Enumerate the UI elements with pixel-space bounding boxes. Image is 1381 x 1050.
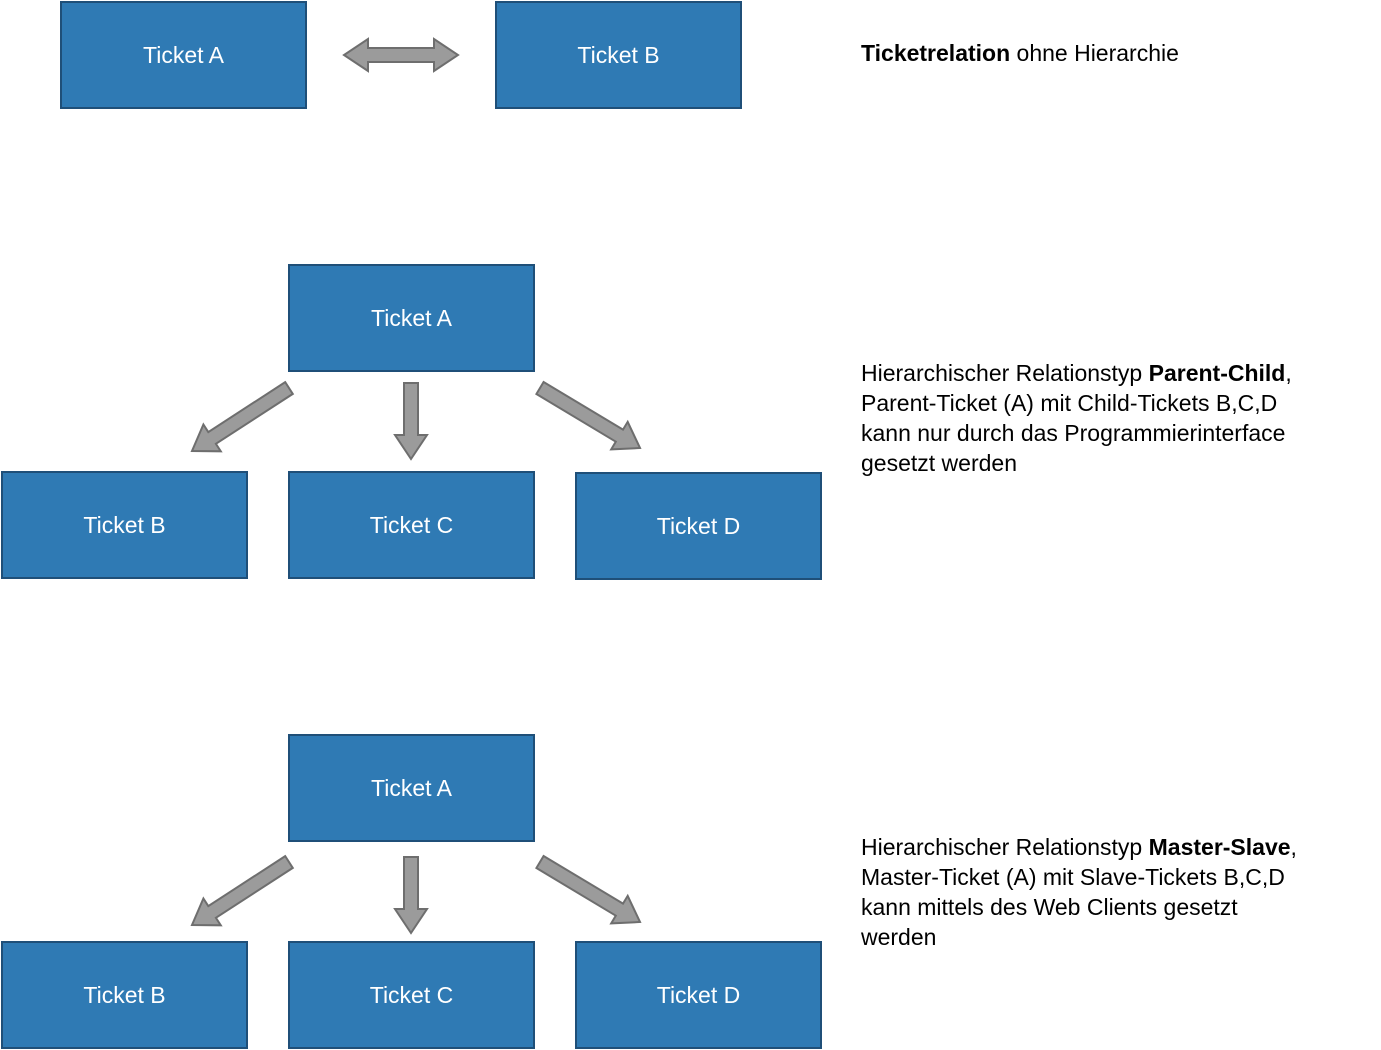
s1-ticket-a: Ticket A (60, 1, 307, 109)
s2-caption-line-3: kann nur durch das Programmierinterface (861, 420, 1286, 446)
s2-caption: Hierarchischer Relationstyp Parent-Child… (861, 358, 1361, 478)
s3-ticket-d: Ticket D (575, 941, 822, 1049)
s3-caption-line-2: Master-Ticket (A) mit Slave-Tickets B,C,… (861, 864, 1285, 890)
s2-ticket-c: Ticket C (288, 471, 535, 579)
s2-caption-line-4: gesetzt werden (861, 450, 1017, 476)
s3-caption: Hierarchischer Relationstyp Master-Slave… (861, 832, 1361, 952)
s3-caption-line-3: kann mittels des Web Clients gesetzt (861, 894, 1238, 920)
s2-arrow-to-c (393, 382, 429, 461)
s2-ticket-d: Ticket D (575, 472, 822, 580)
s1-caption-rest: ohne Hierarchie (1010, 40, 1179, 66)
s1-bidirectional-arrow (342, 37, 460, 73)
s3-ticket-a: Ticket A (288, 734, 535, 842)
s3-caption-bold: Master-Slave (1148, 834, 1291, 860)
s2-ticket-b: Ticket B (1, 471, 248, 579)
s2-arrow-to-b (190, 380, 295, 453)
s3-arrow-to-c (393, 856, 429, 935)
s2-caption-line-2: Parent-Ticket (A) mit Child-Tickets B,C,… (861, 390, 1278, 416)
s1-caption-bold: Ticketrelation (861, 40, 1011, 66)
s3-caption-line-4: werden (861, 924, 937, 950)
s3-arrow-to-d (535, 854, 642, 925)
s1-ticket-b: Ticket B (495, 1, 742, 109)
s2-caption-line-1: Hierarchischer Relationstyp Parent-Child… (861, 360, 1292, 386)
s3-ticket-c: Ticket C (288, 941, 535, 1049)
s3-ticket-b: Ticket B (1, 941, 248, 1049)
s1-caption: Ticketrelation ohne Hierarchie (861, 38, 1361, 68)
s2-arrow-to-d (535, 380, 642, 451)
s2-ticket-a: Ticket A (288, 264, 535, 372)
s3-arrow-to-b (190, 854, 295, 927)
s2-caption-bold: Parent-Child (1148, 360, 1286, 386)
s3-caption-line-1: Hierarchischer Relationstyp Master-Slave… (861, 834, 1297, 860)
